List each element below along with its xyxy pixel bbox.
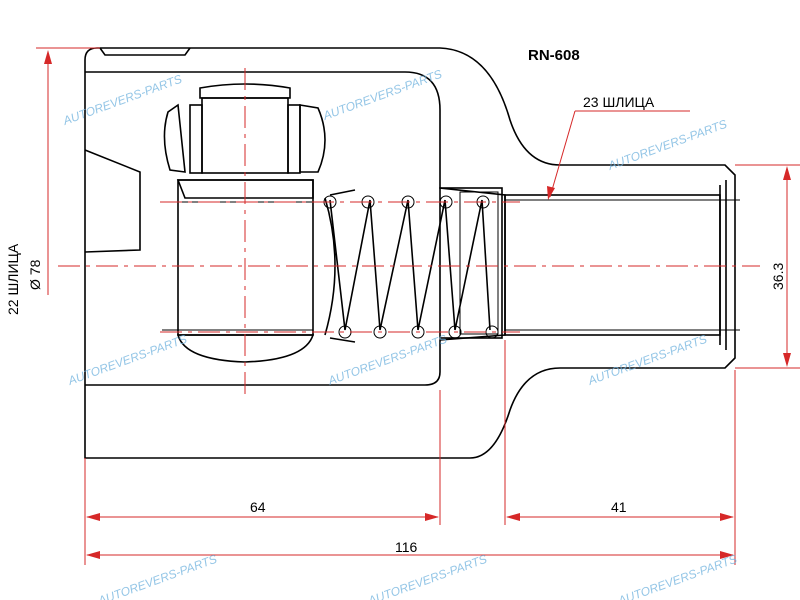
svg-text:AUTOREVERS-PARTS: AUTOREVERS-PARTS — [320, 67, 444, 123]
shaft-diameter-label: 36.3 — [770, 263, 786, 290]
svg-text:AUTOREVERS-PARTS: AUTOREVERS-PARTS — [365, 552, 489, 600]
spring — [323, 187, 503, 343]
diameter-label: Ø 78 — [27, 259, 43, 290]
shaft-length-label: 41 — [611, 499, 627, 515]
total-length-label: 116 — [395, 539, 418, 555]
svg-text:AUTOREVERS-PARTS: AUTOREVERS-PARTS — [615, 552, 739, 600]
housing-depth-label: 64 — [250, 499, 266, 515]
shaft-bore — [504, 194, 721, 336]
tripod-bearing — [84, 83, 326, 363]
watermarks: AUTOREVERS-PARTS AUTOREVERS-PARTS AUTORE… — [60, 67, 739, 600]
svg-text:AUTOREVERS-PARTS: AUTOREVERS-PARTS — [585, 332, 709, 388]
svg-text:AUTOREVERS-PARTS: AUTOREVERS-PARTS — [65, 332, 189, 388]
part-number: RN-608 — [528, 47, 580, 64]
svg-text:AUTOREVERS-PARTS: AUTOREVERS-PARTS — [95, 552, 219, 600]
dimension-lines — [36, 47, 800, 565]
outer-splines-label: 23 ШЛИЦА — [583, 94, 655, 110]
inner-splines-label: 22 ШЛИЦА — [5, 243, 21, 315]
